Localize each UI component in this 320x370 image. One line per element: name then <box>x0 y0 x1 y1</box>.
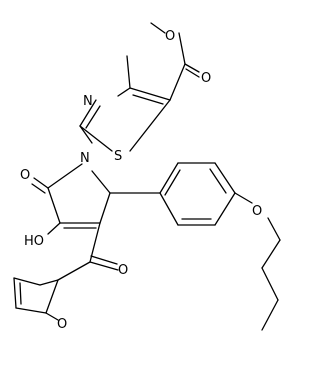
structure-canvas: O O N S N O HO O O O <box>13 22 281 332</box>
hydroxyl-label: HO <box>24 234 44 249</box>
lactam-nitrogen-label: N <box>80 151 90 166</box>
ester-ether-oxygen-label: O <box>165 29 175 44</box>
ketone-oxygen-label: O <box>118 263 128 278</box>
lactam-oxygen-label: O <box>20 168 30 183</box>
aryl-ether-oxygen-label: O <box>252 204 262 219</box>
furan-oxygen-label: O <box>57 317 67 332</box>
ester-carbonyl-oxygen-label: O <box>201 71 211 86</box>
molecule-structure: O O N S N O HO O O O <box>13 22 281 332</box>
phenyl-ring <box>109 162 253 226</box>
methyl-ester <box>150 22 200 101</box>
thiazole-lactam-link <box>79 125 93 144</box>
pyrrolone-ring <box>31 163 111 235</box>
furoyl-group <box>13 222 119 321</box>
thiazole-nitrogen-label: N <box>83 94 93 109</box>
thiazole-ring <box>79 55 171 152</box>
thiazole-sulfur-label: S <box>114 149 122 164</box>
butoxy-chain <box>261 217 281 331</box>
